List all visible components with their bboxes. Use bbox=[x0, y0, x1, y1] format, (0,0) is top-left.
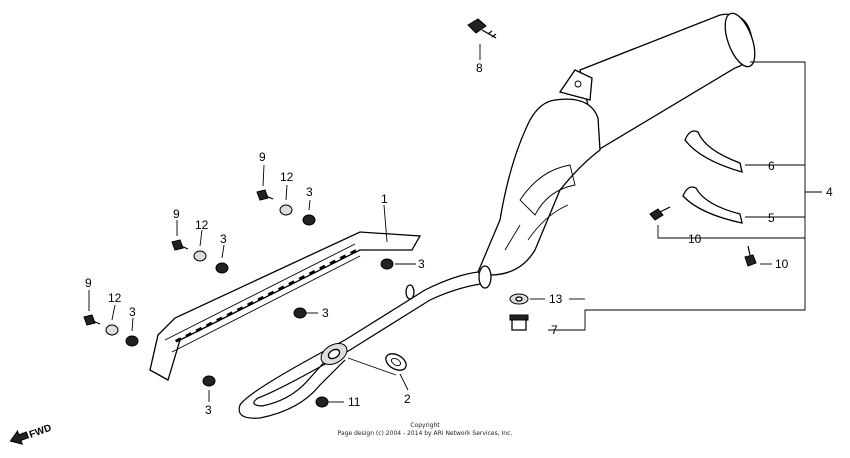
bolt-10b[interactable] bbox=[744, 245, 757, 267]
label-part-2: 2 bbox=[404, 392, 411, 406]
leader-lines bbox=[88, 44, 822, 403]
protector-slot bbox=[257, 295, 265, 302]
protector-slot bbox=[288, 280, 295, 286]
protector-slot bbox=[174, 337, 182, 343]
label-part-13: 13 bbox=[549, 292, 563, 306]
protector-slot bbox=[216, 316, 223, 322]
muffler-band-upper[interactable] bbox=[684, 130, 743, 173]
bolt-9a[interactable] bbox=[256, 189, 274, 201]
protector-slot bbox=[247, 301, 254, 307]
label-part-12: 12 bbox=[280, 170, 294, 184]
forward-arrow-icon bbox=[9, 429, 30, 445]
protector-slot bbox=[236, 306, 244, 312]
copyright-line-2: Page design (c) 2004 - 2014 by ARI Netwo… bbox=[337, 430, 513, 437]
nut-3c[interactable] bbox=[125, 335, 139, 347]
bolt-top[interactable] bbox=[467, 18, 497, 39]
label-part-11: 11 bbox=[348, 395, 361, 409]
gasket[interactable] bbox=[383, 350, 409, 373]
label-part-3: 3 bbox=[205, 403, 212, 417]
nut-3d[interactable] bbox=[380, 258, 394, 270]
protector-slot bbox=[277, 285, 285, 291]
label-part-4: 4 bbox=[826, 185, 833, 199]
protector-slot bbox=[185, 332, 193, 338]
label-part-3: 3 bbox=[220, 232, 227, 246]
bolt-7[interactable] bbox=[509, 314, 529, 331]
protector-slot bbox=[205, 321, 213, 328]
protector-slot bbox=[226, 311, 234, 317]
protector-slot bbox=[339, 254, 347, 260]
bolt-9b[interactable] bbox=[171, 239, 189, 251]
bolt-9c[interactable] bbox=[83, 314, 101, 326]
muffler[interactable] bbox=[477, 10, 761, 276]
washer-12b[interactable] bbox=[193, 250, 207, 262]
label-part-9: 9 bbox=[259, 150, 266, 164]
nut-3a[interactable] bbox=[302, 214, 316, 226]
label-part-8: 8 bbox=[476, 61, 483, 75]
nut-3f[interactable] bbox=[202, 375, 216, 387]
pipe-protector[interactable] bbox=[149, 231, 422, 381]
label-part-3: 3 bbox=[306, 185, 313, 199]
copyright-line-1: Copyright bbox=[410, 422, 440, 429]
label-part-12: 12 bbox=[195, 218, 209, 232]
protector-slot bbox=[298, 275, 306, 281]
protector-slot bbox=[329, 259, 337, 266]
protector-slot bbox=[319, 264, 326, 271]
nut-11[interactable] bbox=[315, 396, 329, 408]
part-labels: 8 1 2 3 3 3 11 9 12 3 9 12 3 9 12 3 6 4 … bbox=[85, 61, 833, 417]
label-part-6: 6 bbox=[768, 159, 775, 173]
label-part-5: 5 bbox=[768, 211, 775, 225]
label-part-7: 7 bbox=[551, 323, 558, 337]
nut-3e[interactable] bbox=[293, 307, 307, 319]
bolt-10a[interactable] bbox=[649, 206, 671, 221]
label-part-9: 9 bbox=[173, 207, 180, 221]
label-part-10: 10 bbox=[775, 257, 789, 271]
label-part-10: 10 bbox=[688, 232, 702, 246]
label-part-9: 9 bbox=[85, 276, 92, 290]
muffler-band-lower[interactable] bbox=[682, 186, 743, 224]
protector-slot bbox=[195, 326, 203, 333]
exhaust-pipe[interactable] bbox=[238, 265, 492, 419]
nut-3b[interactable] bbox=[215, 262, 229, 274]
label-part-3: 3 bbox=[418, 257, 425, 271]
label-part-3: 3 bbox=[129, 305, 136, 319]
washer-13[interactable] bbox=[509, 293, 529, 305]
washer-12a[interactable] bbox=[279, 204, 293, 216]
protector-slot bbox=[308, 269, 316, 276]
washer-12c[interactable] bbox=[105, 324, 119, 336]
protector-slot bbox=[349, 249, 357, 255]
protector-slot bbox=[267, 290, 275, 297]
label-part-3: 3 bbox=[322, 306, 329, 320]
label-part-12: 12 bbox=[108, 291, 122, 305]
label-part-1: 1 bbox=[381, 192, 388, 206]
